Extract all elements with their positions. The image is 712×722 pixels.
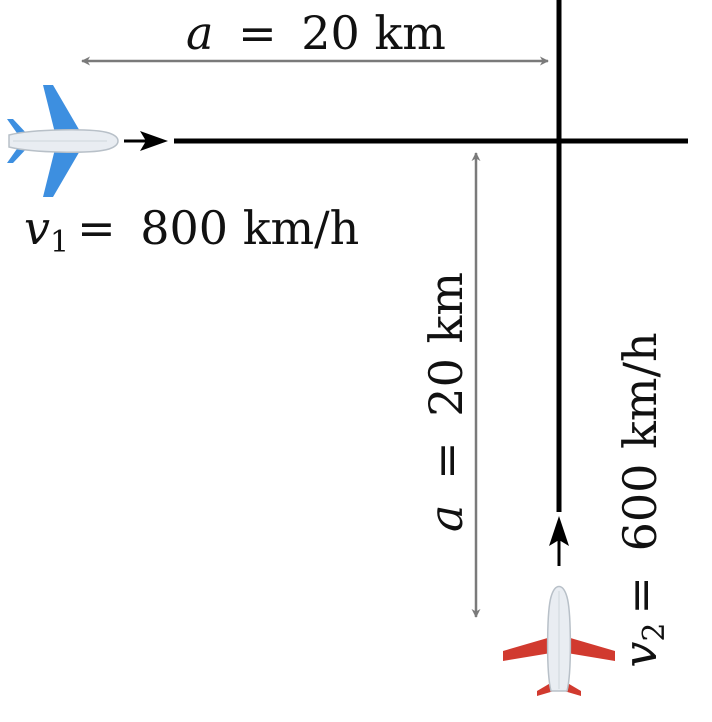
- airplane-icon: [7, 85, 119, 197]
- speed-label-1: v1= 800 km/h: [24, 201, 359, 260]
- direction-arrow-2: [549, 516, 569, 566]
- distance-label-horizontal: a = 20 km: [186, 6, 446, 60]
- distance-label-vertical: a = 20 km: [419, 272, 473, 532]
- speed-label-2: v2= 600 km/h: [613, 332, 672, 667]
- airplane-icon: [503, 585, 615, 696]
- direction-arrow-1: [124, 131, 168, 151]
